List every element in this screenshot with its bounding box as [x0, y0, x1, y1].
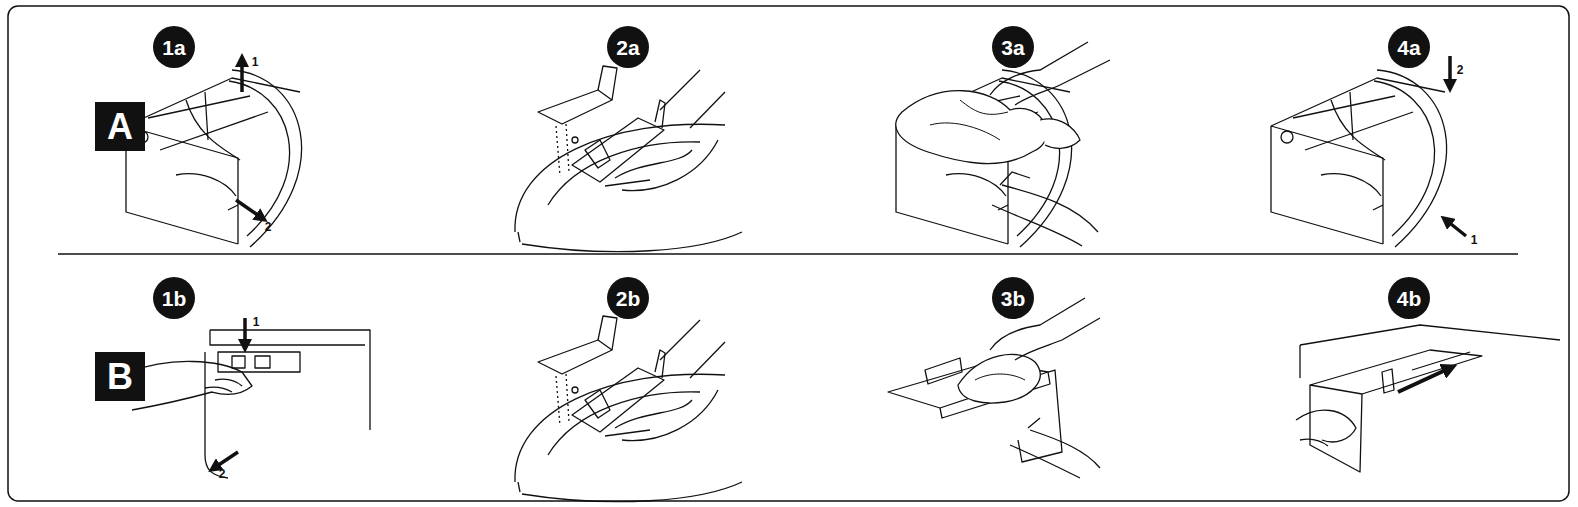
badge-fill [153, 26, 195, 68]
line-art [240, 60, 244, 92]
line-art [992, 172, 1098, 246]
line-art [218, 352, 300, 372]
step-badge: 4a [1388, 26, 1430, 68]
step-number: 4b [1397, 288, 1422, 309]
arrow-order-number: 2 [1457, 64, 1464, 76]
step-badge: 1a [153, 26, 195, 68]
frame [8, 6, 1569, 501]
line-art [8, 6, 1569, 501]
line-art [126, 70, 302, 247]
arrow-order-number: 2 [265, 221, 272, 233]
line-art [896, 70, 1072, 247]
step-number: 3a [1001, 37, 1024, 58]
step-3a-drawing [896, 42, 1110, 247]
line-art [515, 66, 742, 252]
step-badge: 2b [607, 277, 649, 319]
line-art [1448, 56, 1452, 86]
line-art [210, 330, 365, 345]
line-art [1296, 410, 1356, 446]
section-letter: B [107, 359, 133, 395]
badge-fill [992, 26, 1034, 68]
step-badge: 2a [607, 26, 649, 68]
step-badge: 3b [992, 277, 1034, 319]
arrow-order-number: 1 [1471, 234, 1478, 246]
line-art [214, 452, 238, 468]
step-2b-drawing [515, 316, 742, 502]
step-number: 1a [162, 37, 185, 58]
line-art [1300, 325, 1560, 345]
step-1a-drawing [126, 60, 302, 247]
arrow-order-number: 2 [219, 468, 226, 480]
step-badge: 1b [153, 277, 195, 319]
arrow-order-number: 1 [253, 316, 260, 328]
line-art [1398, 368, 1450, 392]
step-number: 4a [1397, 37, 1420, 58]
section-label-box: B [95, 352, 145, 401]
step-number: 2b [616, 288, 641, 309]
line-art [243, 318, 247, 346]
line-art [1446, 220, 1466, 236]
step-2a-drawing [515, 66, 742, 252]
line-art [930, 100, 1008, 140]
section-letter: A [107, 109, 133, 145]
line-art [236, 200, 262, 218]
badge-fill [607, 26, 649, 68]
step-number: 3b [1001, 288, 1026, 309]
line-art [58, 253, 1518, 254]
step-1b-drawing [130, 318, 370, 478]
step-number: 1b [162, 288, 187, 309]
step-badge: 4b [1388, 277, 1430, 319]
line-art [130, 361, 252, 410]
line-art [1040, 119, 1080, 148]
line-art [1382, 369, 1394, 393]
badge-fill [1388, 26, 1430, 68]
line-art [1310, 350, 1482, 394]
line-art [210, 330, 370, 430]
line-art [1299, 345, 1300, 378]
line-art [975, 374, 1025, 380]
line-art [1412, 352, 1470, 370]
badge-fill [992, 277, 1034, 319]
line-art [1310, 385, 1362, 472]
line-art [925, 358, 962, 384]
line-art [958, 354, 1040, 403]
step-3b-drawing [888, 298, 1100, 478]
line-art [515, 316, 742, 502]
line-art [205, 379, 242, 392]
step-badge: 3a [992, 26, 1034, 68]
line-art [232, 356, 270, 368]
step-4b-drawing [1296, 325, 1560, 472]
step-number: 2a [616, 37, 639, 58]
badge-fill [153, 277, 195, 319]
badge-fill [1388, 277, 1430, 319]
badge-fill [607, 277, 649, 319]
line-art [1010, 418, 1100, 478]
line-art [1271, 70, 1447, 247]
arrow-order-number: 1 [252, 56, 259, 68]
step-4a-drawing [1271, 56, 1466, 247]
line-art [896, 91, 1047, 164]
section-label-box: A [95, 102, 145, 151]
